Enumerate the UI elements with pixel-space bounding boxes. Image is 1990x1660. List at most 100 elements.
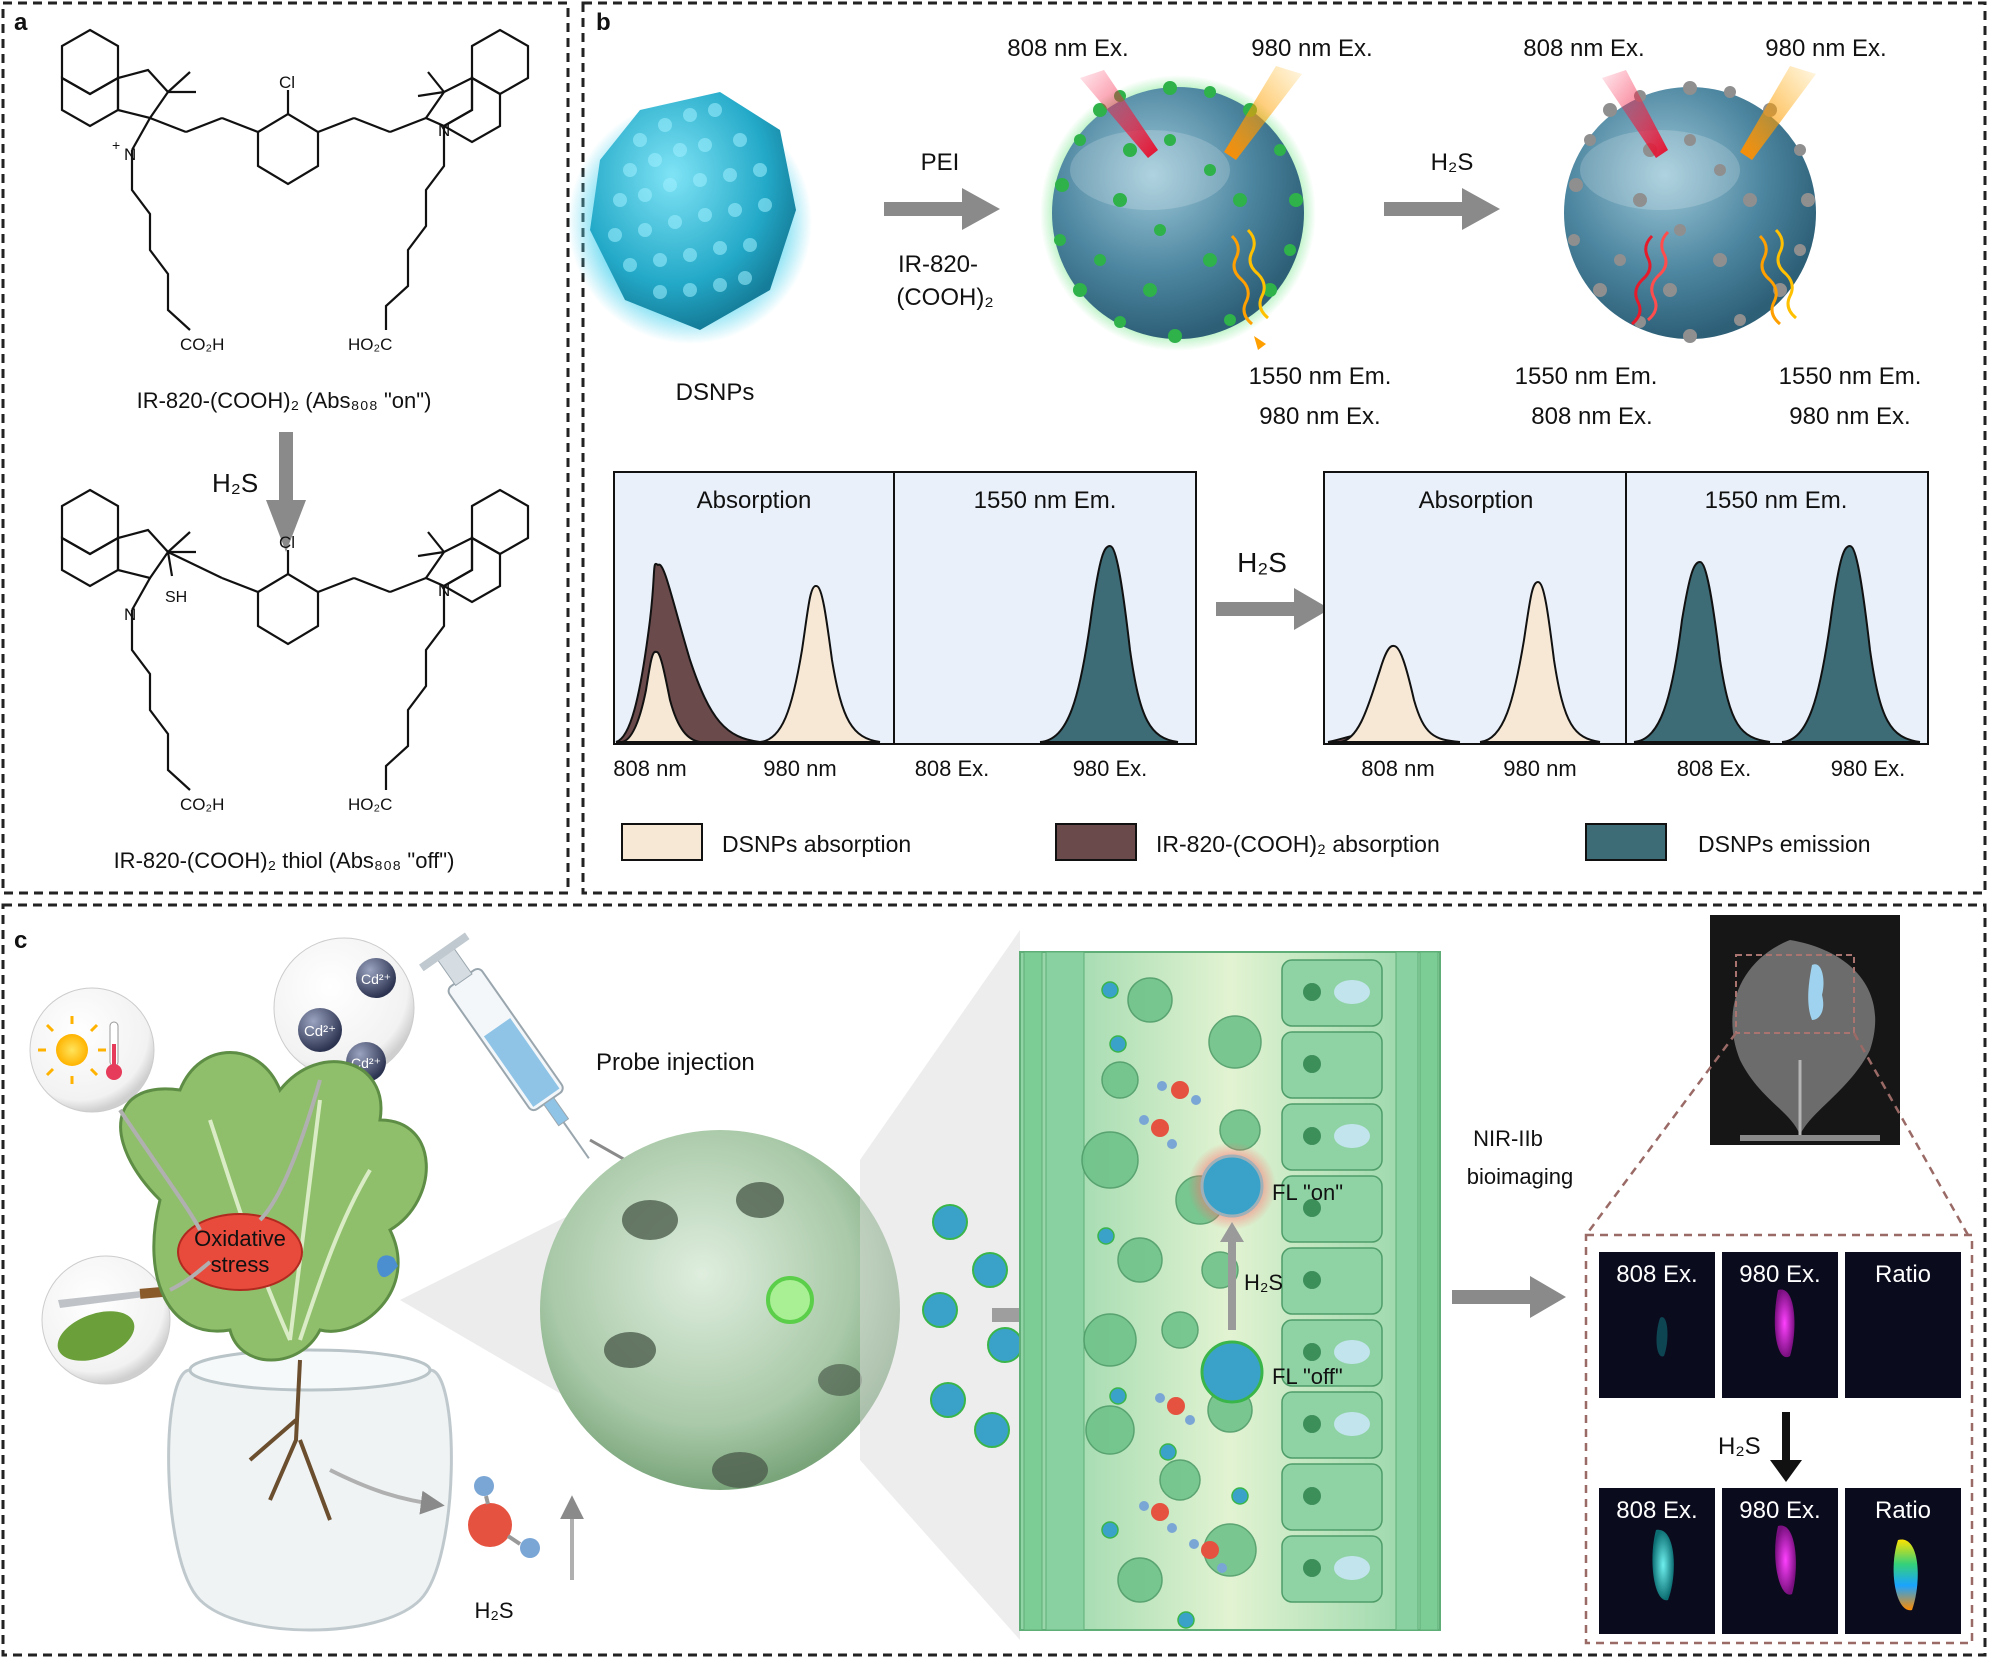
glass-jar bbox=[167, 1368, 453, 1632]
legend-label-ir820-absorption: IR-820-(COOH)₂ absorption bbox=[1156, 831, 1440, 857]
np3-em-1550-right: 1550 nm Em. bbox=[1779, 363, 1922, 390]
atom-cl: Cl bbox=[279, 73, 295, 92]
image-808ex-before bbox=[1599, 1252, 1715, 1398]
img-label-980ex: 980 Ex. bbox=[1739, 1497, 1820, 1524]
h2s-molecule-bottom bbox=[468, 1476, 540, 1558]
np2-em-980ex: 980 nm Ex. bbox=[1259, 403, 1380, 430]
incoming-nanoparticles bbox=[922, 1204, 1023, 1448]
roi-highlight bbox=[1808, 964, 1824, 1020]
molecule-ir820-on-atoms: Cl N + N CO₂H HO₂C bbox=[112, 73, 450, 354]
leaf-tissue-zoom bbox=[540, 1130, 900, 1490]
atom-cl: Cl bbox=[279, 533, 295, 552]
spectrum-title-absorption-after: Absorption bbox=[1419, 487, 1534, 514]
coated-nanoparticle-on bbox=[1040, 66, 1316, 351]
cadmium-bubble: Cd²⁺ Cd²⁺ Cd²⁺ bbox=[273, 937, 415, 1082]
stress-connector bbox=[118, 1079, 322, 1292]
step2-arrow bbox=[1384, 188, 1500, 230]
np3-em-808ex: 808 nm Ex. bbox=[1531, 403, 1652, 430]
atom-n: N bbox=[438, 121, 450, 140]
legend-swatch-dsnps-absorption bbox=[621, 823, 703, 861]
legend: DSNPs absorption IR-820-(COOH)₂ absorpti… bbox=[621, 823, 1871, 861]
step1-ir820-line2: (COOH)₂ bbox=[896, 284, 993, 311]
img-label-808ex: 808 Ex. bbox=[1616, 1261, 1697, 1288]
img-label-ratio: Ratio bbox=[1875, 1261, 1931, 1288]
zoom-line-right bbox=[1852, 1032, 1970, 1236]
h2s-flow-arrow bbox=[329, 1468, 445, 1515]
panel-a-frame bbox=[1, 1, 570, 895]
np3-em-1550-left: 1550 nm Em. bbox=[1515, 363, 1658, 390]
oxidative-stress-ellipse: Oxidative stress bbox=[177, 1213, 303, 1291]
tick-980ex-after: 980 Ex. bbox=[1831, 756, 1906, 781]
np3-ex-808: 808 nm Ex. bbox=[1523, 35, 1644, 62]
dsnps-label: DSNPs bbox=[676, 379, 755, 406]
panel-c-letter: c bbox=[14, 927, 27, 954]
atom-co2h: CO₂H bbox=[180, 335, 224, 354]
spectra-h2s-arrow bbox=[1216, 588, 1330, 630]
atom-co2h: CO₂H bbox=[180, 795, 224, 814]
leaf-nir-photo bbox=[1710, 915, 1900, 1145]
step1-pei: PEI bbox=[921, 149, 960, 176]
tick-808nm-before: 808 nm bbox=[613, 756, 686, 781]
cell-layer bbox=[1019, 951, 1441, 1631]
molecule-ir820-thiol-atoms: Cl N SH N CO₂H HO₂C bbox=[124, 533, 450, 814]
spectrum-title-emission-after: 1550 nm Em. bbox=[1705, 487, 1848, 514]
step1-arrow bbox=[884, 188, 1000, 230]
heat-light-bubble bbox=[29, 987, 155, 1113]
stomata-highlight bbox=[766, 1276, 814, 1324]
h2s-molecules-in-cells bbox=[1139, 1081, 1227, 1573]
cell-h2s-label: H₂S bbox=[1244, 1270, 1283, 1295]
panel-c-frame bbox=[1, 903, 1987, 1657]
panel-a-letter: a bbox=[14, 9, 28, 36]
spectrum-box-emission-before bbox=[893, 471, 1197, 745]
step1-ir820-line1: IR-820- bbox=[898, 251, 978, 278]
tick-980nm-after: 980 nm bbox=[1503, 756, 1576, 781]
nir-image-grid bbox=[1584, 1233, 1974, 1645]
img-label-808ex: 808 Ex. bbox=[1616, 1497, 1697, 1524]
sun-icon bbox=[38, 1016, 106, 1084]
dsnps-nanoparticle bbox=[568, 92, 812, 344]
fl-off-label: FL "off" bbox=[1272, 1364, 1343, 1389]
atom-ho2c: HO₂C bbox=[348, 335, 392, 354]
leaf-piece-icon bbox=[57, 1311, 135, 1361]
caption-ir820-on: IR-820-(COOH)₂ (Abs₈₀₈ "on") bbox=[137, 388, 432, 413]
atom-n: N bbox=[124, 605, 136, 624]
lettuce-plant bbox=[119, 1051, 453, 1632]
atom-n: N bbox=[438, 581, 450, 600]
bioimaging-line1: NIR-IIb bbox=[1473, 1126, 1543, 1151]
fl-on-label: FL "on" bbox=[1272, 1180, 1343, 1205]
step2-h2s: H₂S bbox=[1431, 149, 1474, 176]
tick-808ex-before: 808 Ex. bbox=[915, 756, 990, 781]
np2-ex-980: 980 nm Ex. bbox=[1251, 35, 1372, 62]
cd-ion-label: Cd²⁺ bbox=[361, 971, 391, 987]
nanoparticle-fl-on bbox=[1188, 1142, 1276, 1230]
molecule-ir820-thiol bbox=[60, 488, 530, 791]
h2s-bottom-label: H₂S bbox=[474, 1598, 513, 1623]
spectrum-title-absorption-before: Absorption bbox=[697, 487, 812, 514]
wound-bubble bbox=[41, 1255, 171, 1385]
reaction-arrow-a bbox=[266, 432, 306, 552]
roi-box bbox=[1735, 954, 1855, 1034]
panel-b-frame bbox=[581, 1, 1987, 895]
atom-n: N bbox=[124, 145, 136, 164]
image-ratio-before bbox=[1845, 1252, 1961, 1398]
h2s-label-a: H₂S bbox=[212, 468, 258, 498]
caption-ir820-off: IR-820-(COOH)₂ thiol (Abs₈₀₈ "off") bbox=[114, 848, 455, 873]
np2-ex-808: 808 nm Ex. bbox=[1007, 35, 1128, 62]
atom-ho2c: HO₂C bbox=[348, 795, 392, 814]
np2-em-1550: 1550 nm Em. bbox=[1249, 363, 1392, 390]
thermometer-icon bbox=[106, 1021, 122, 1080]
spectra-group-after bbox=[1323, 471, 1929, 745]
tick-980ex-before: 980 Ex. bbox=[1073, 756, 1148, 781]
bioimaging-arrow bbox=[1452, 1276, 1566, 1318]
tick-980nm-before: 980 nm bbox=[763, 756, 836, 781]
img-label-ratio: Ratio bbox=[1875, 1497, 1931, 1524]
tick-808ex-after: 808 Ex. bbox=[1677, 756, 1752, 781]
cd-ion-label: Cd²⁺ bbox=[304, 1023, 336, 1040]
syringe bbox=[419, 932, 590, 1159]
molecule-ir820-on bbox=[60, 28, 530, 331]
probe-spot bbox=[377, 1255, 398, 1278]
spectra-h2s-label: H₂S bbox=[1237, 547, 1287, 578]
legend-label-dsnps-emission: DSNPs emission bbox=[1698, 831, 1871, 857]
coated-nanoparticle-off bbox=[1564, 66, 1816, 343]
